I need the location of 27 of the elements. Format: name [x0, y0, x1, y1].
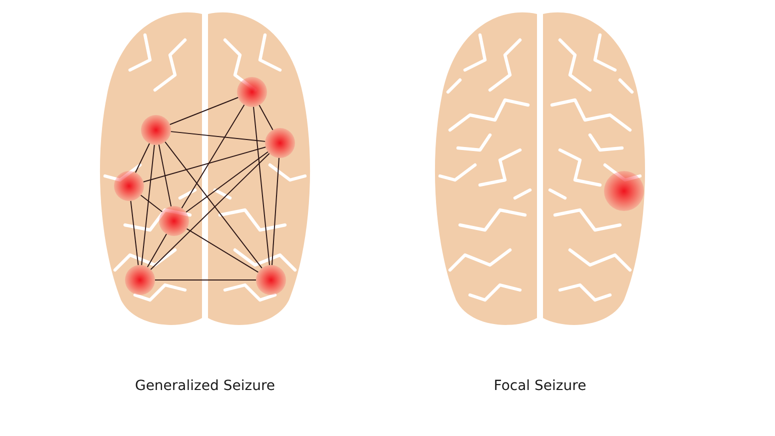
- connection-line: [164, 141, 262, 269]
- connection-line: [141, 144, 155, 266]
- diagram-caption: Generalized Seizure: [134, 378, 276, 394]
- activity-spot: [604, 171, 644, 211]
- activity-spot: [125, 265, 155, 295]
- activity-spot: [114, 171, 144, 201]
- connection-line: [170, 131, 266, 142]
- connection-line: [271, 157, 280, 266]
- connection-line: [253, 106, 270, 266]
- connection-line: [140, 194, 163, 212]
- connection-line: [158, 144, 172, 207]
- connection-line: [186, 151, 268, 213]
- connection-line: [135, 143, 150, 173]
- connection-line: [147, 234, 167, 268]
- diagram-caption: Focal Seizure: [492, 378, 588, 394]
- activity-spot: [265, 128, 295, 158]
- activity-spot: [141, 115, 171, 145]
- connection-line: [130, 200, 139, 266]
- activity-spot: [159, 206, 189, 236]
- connection-line: [169, 97, 239, 125]
- activity-spot: [237, 77, 267, 107]
- connection-line: [258, 104, 274, 130]
- connection-line: [142, 146, 266, 182]
- activity-spot: [256, 265, 286, 295]
- connection-line: [150, 153, 270, 270]
- connection-line: [186, 228, 259, 273]
- connection-line: [181, 104, 245, 209]
